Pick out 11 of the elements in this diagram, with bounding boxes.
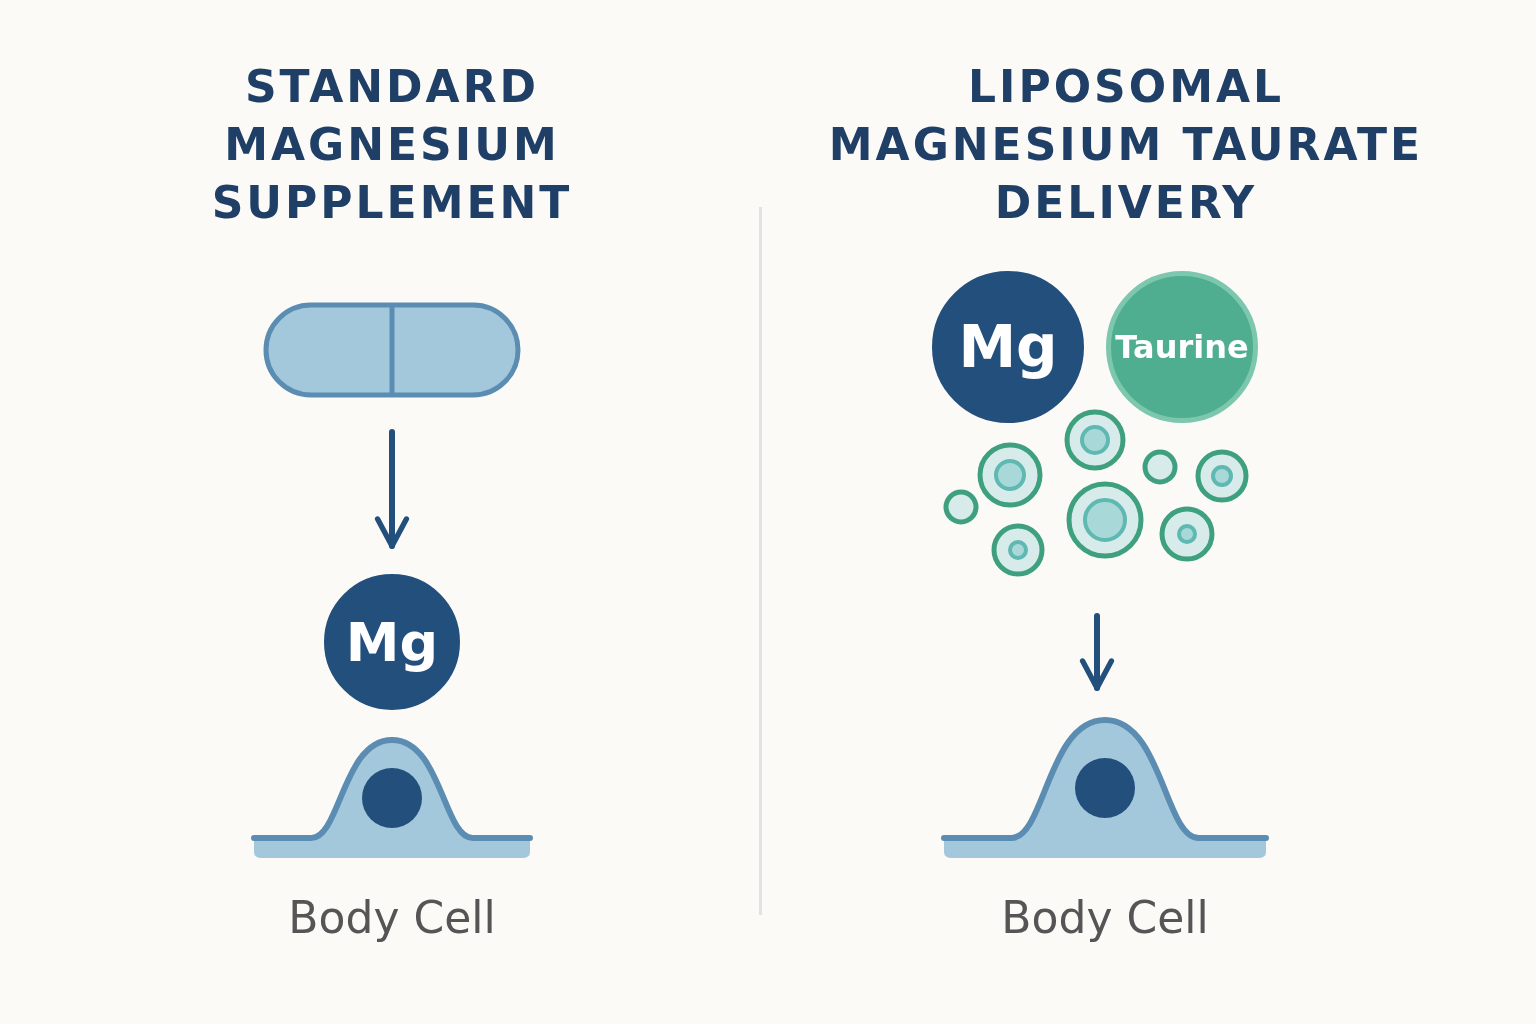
cell-caption: Body Cell [287, 892, 497, 943]
arrow [374, 429, 410, 549]
heading: STANDARD MAGNESIUM SUPPLEMENT [210, 60, 574, 230]
arrow [1079, 613, 1115, 691]
element-circle: Mg [324, 574, 460, 710]
element-circle: Taurine [1106, 271, 1258, 423]
cell-caption: Body Cell [1000, 892, 1210, 943]
cell-drawing [248, 736, 536, 860]
cell-drawing [938, 716, 1272, 860]
heading: LIPOSOMAL MAGNESIUM TAURATE DELIVERY [827, 60, 1425, 230]
element-circle: Mg [932, 271, 1084, 423]
